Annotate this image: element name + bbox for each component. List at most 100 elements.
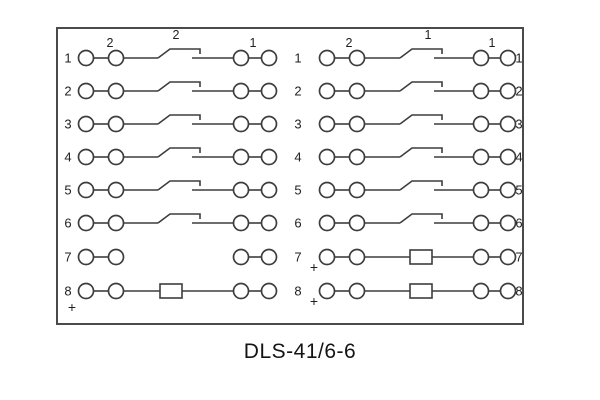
row-label-left: 1 (64, 51, 71, 66)
top-label: 1 (250, 36, 257, 50)
terminal-circle (348, 115, 366, 133)
row-label-left: 2 (64, 84, 71, 99)
terminal-circle (318, 148, 336, 166)
row-label-right: 7 (515, 250, 522, 265)
terminal-circle (348, 282, 366, 300)
terminal-circle (77, 214, 95, 232)
terminal-row: 4 (64, 147, 278, 166)
switch-contact (399, 147, 443, 158)
terminal-circle (318, 248, 336, 266)
terminal-circle (260, 282, 278, 300)
terminal-circle (232, 49, 250, 67)
resistor-box (159, 283, 183, 299)
terminal-circle (348, 181, 366, 199)
row-label-right: 1 (515, 51, 522, 66)
top-label: 2 (173, 28, 180, 42)
row-label-right: 3 (515, 117, 522, 132)
terminal-circle (260, 248, 278, 266)
terminal-circle (499, 248, 517, 266)
row-label-left: 6 (294, 216, 301, 231)
terminal-circle (260, 214, 278, 232)
terminal-circle (260, 148, 278, 166)
terminal-circle (77, 115, 95, 133)
terminal-circle (232, 115, 250, 133)
terminal-circle (499, 115, 517, 133)
switch-contact (157, 81, 201, 92)
terminal-circle (472, 282, 490, 300)
switch-contact (399, 114, 443, 125)
terminal-circle (472, 181, 490, 199)
terminal-circle (107, 49, 125, 67)
row-label-left: 4 (294, 150, 301, 165)
terminal-circle (232, 214, 250, 232)
switch-contact (157, 213, 201, 224)
terminal-circle (77, 49, 95, 67)
row-label-right: 2 (515, 84, 522, 99)
top-label: 1 (489, 36, 496, 50)
terminal-circle (499, 49, 517, 67)
resistor-box (409, 283, 433, 299)
terminal-circle (107, 214, 125, 232)
terminal-circle (318, 181, 336, 199)
row-label-left: 2 (294, 84, 301, 99)
terminal-circle (107, 148, 125, 166)
terminal-circle (232, 248, 250, 266)
terminal-circle (499, 214, 517, 232)
terminal-circle (348, 82, 366, 100)
terminal-circle (232, 82, 250, 100)
switch-contact (157, 147, 201, 158)
terminal-circle (260, 181, 278, 199)
terminal-circle (107, 282, 125, 300)
resistor-box (409, 249, 433, 265)
row-label-right: 8 (515, 284, 522, 299)
row-label-left: 1 (294, 51, 301, 66)
terminal-row: 8 (64, 282, 278, 300)
terminal-circle (232, 181, 250, 199)
row-label-left: 5 (294, 183, 301, 198)
terminal-circle (107, 181, 125, 199)
row-label-left: 8 (64, 284, 71, 299)
terminal-row: 7 (64, 248, 278, 266)
row-label-left: 4 (64, 150, 71, 165)
terminal-circle (348, 49, 366, 67)
terminal-circle (318, 82, 336, 100)
terminal-circle (348, 214, 366, 232)
plus-mark: + (310, 259, 318, 275)
terminal-row: 3 (64, 114, 278, 133)
terminal-circle (260, 49, 278, 67)
terminal-circle (77, 148, 95, 166)
terminal-circle (472, 82, 490, 100)
row-label-left: 6 (64, 216, 71, 231)
terminal-circle (499, 82, 517, 100)
switch-contact (399, 213, 443, 224)
terminal-circle (107, 115, 125, 133)
plus-mark: + (68, 299, 76, 315)
terminal-row: 6 (64, 213, 278, 232)
terminal-circle (77, 282, 95, 300)
terminal-circle (260, 115, 278, 133)
terminal-circle (318, 49, 336, 67)
switch-contact (157, 48, 201, 59)
switch-contact (399, 180, 443, 191)
row-label-right: 5 (515, 183, 522, 198)
terminal-circle (107, 248, 125, 266)
terminal-circle (499, 148, 517, 166)
terminal-row: 2 (64, 81, 278, 100)
top-label: 1 (425, 28, 432, 42)
model-caption: DLS-41/6-6 (243, 340, 357, 363)
terminal-circle (499, 181, 517, 199)
plus-mark: + (310, 293, 318, 309)
terminal-circle (472, 148, 490, 166)
terminal-circle (77, 248, 95, 266)
terminal-circle (318, 214, 336, 232)
